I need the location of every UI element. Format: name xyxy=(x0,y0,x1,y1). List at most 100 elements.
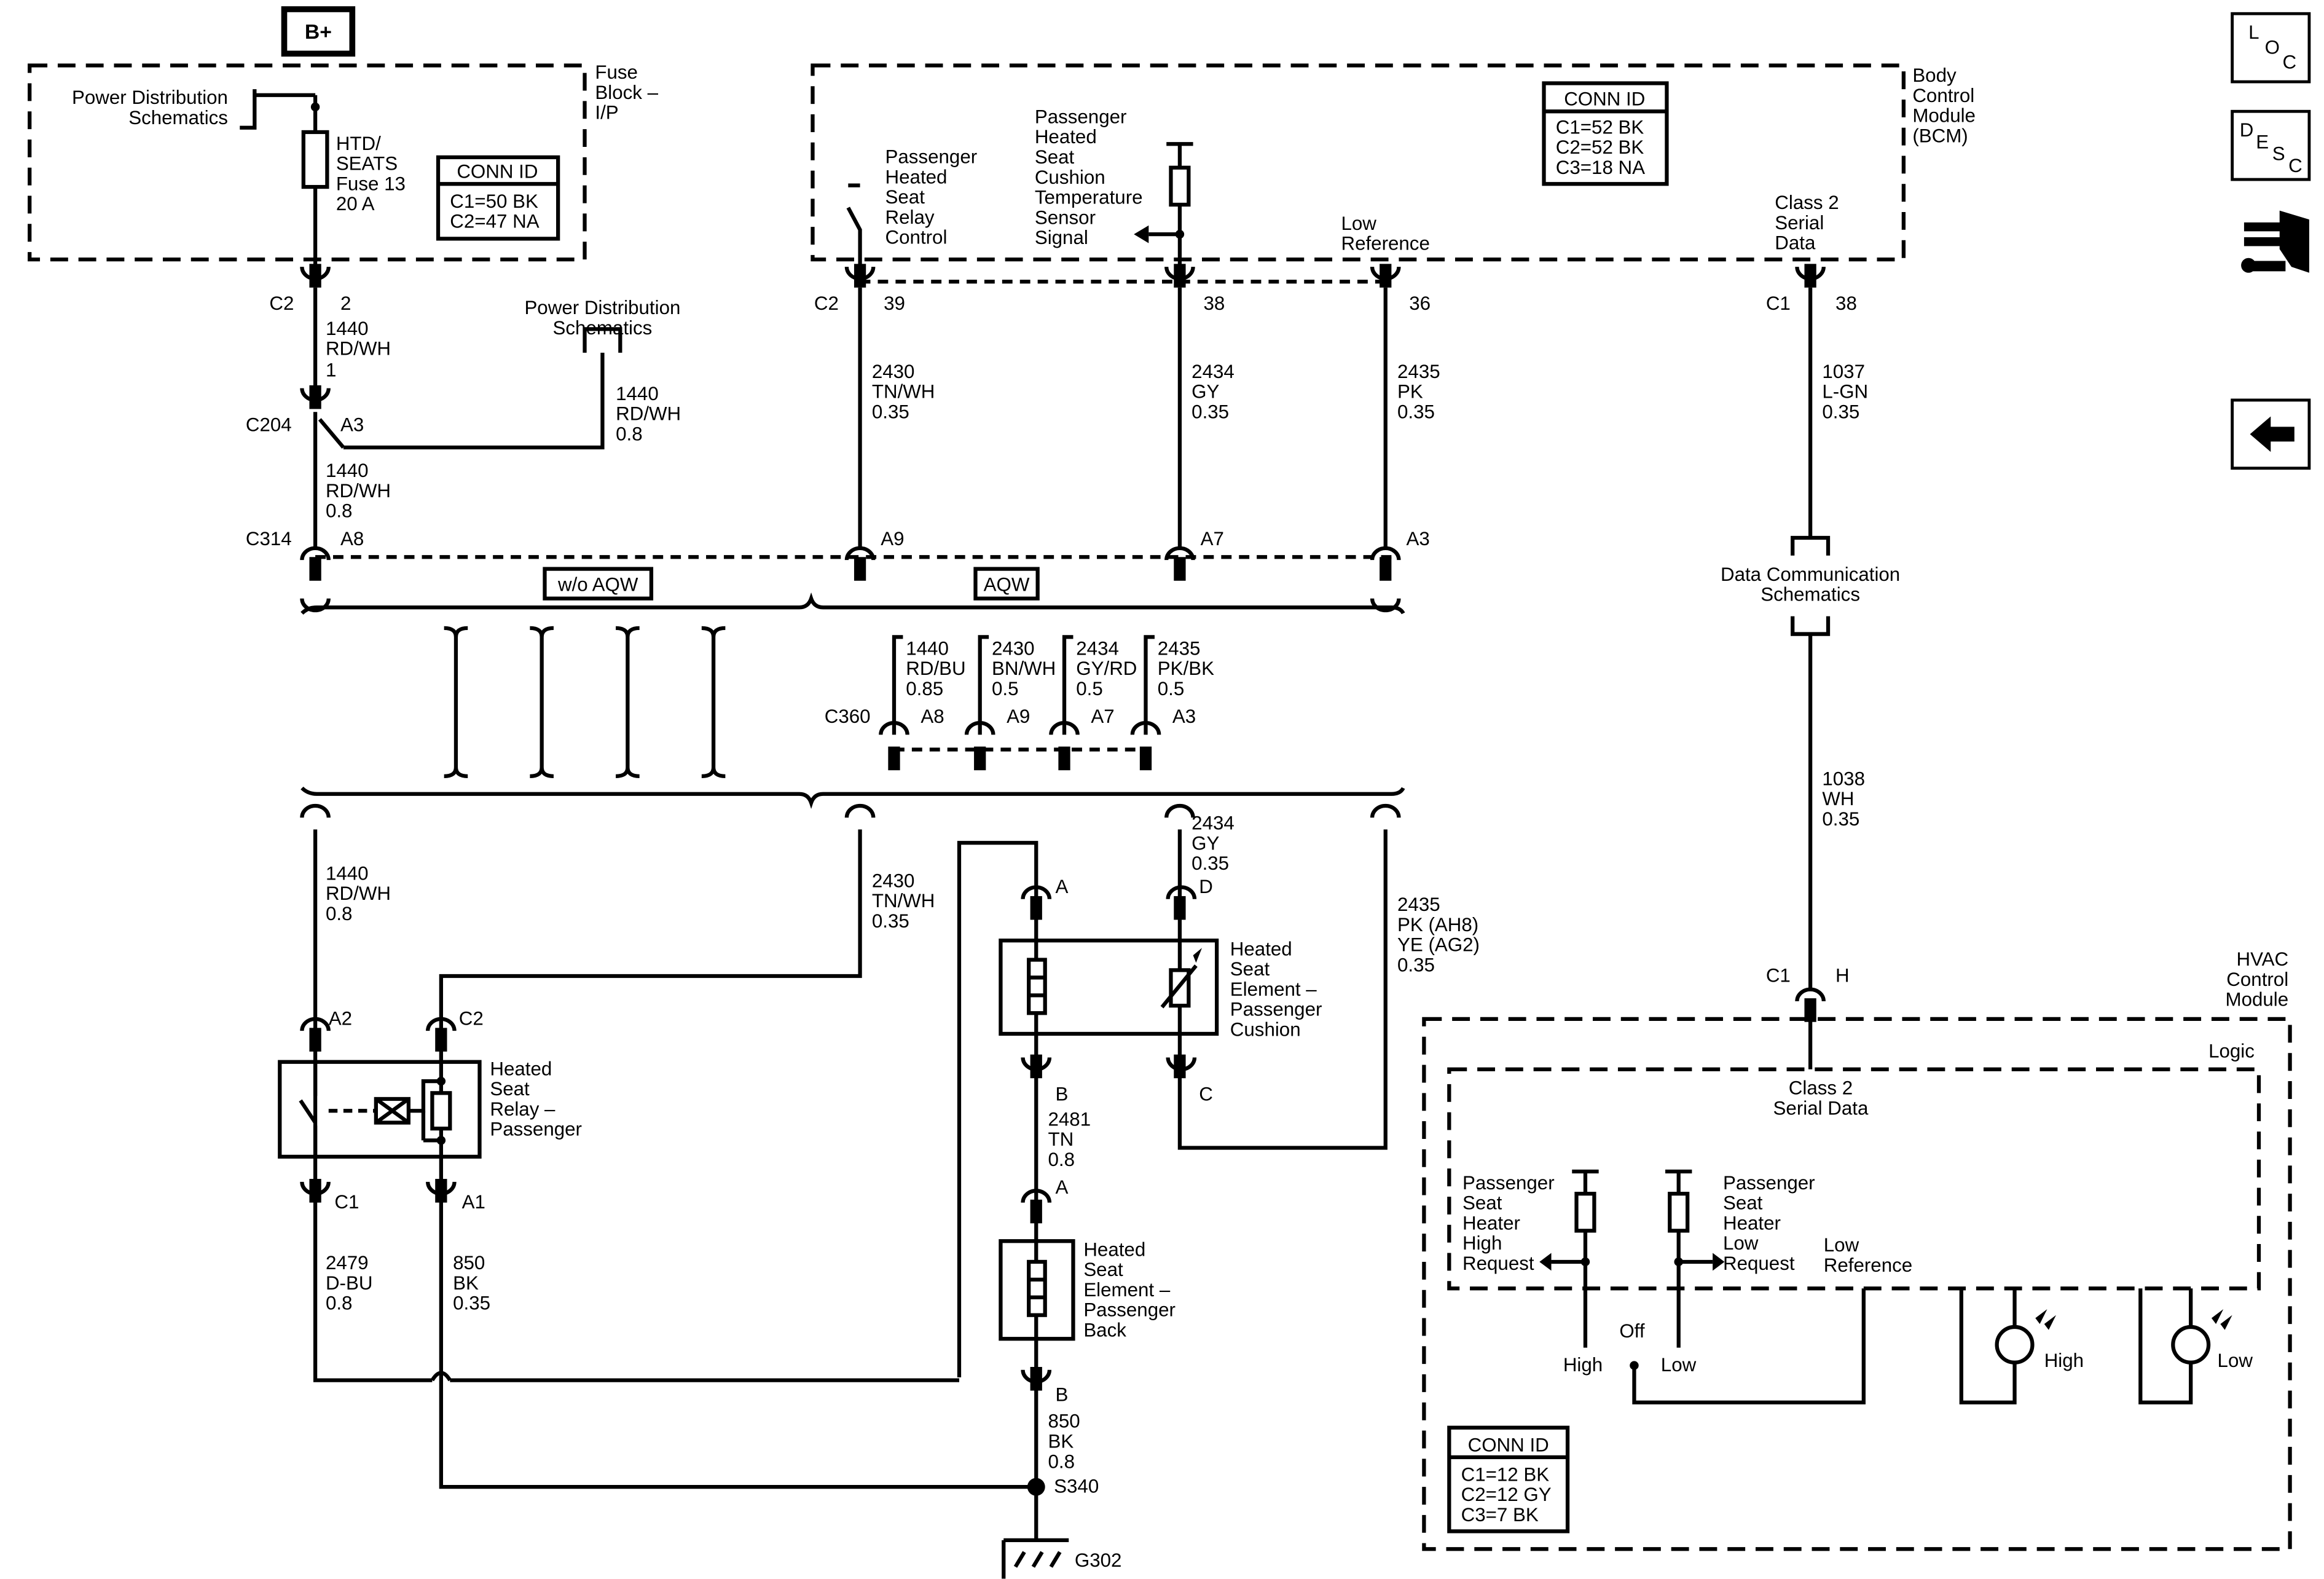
pd-schematics-mid-line: Schematics xyxy=(553,317,653,339)
aqw-wire-2430-line: 2430 xyxy=(992,637,1035,659)
pd-schematics-mid-line: Power Distribution xyxy=(524,297,680,318)
hvac-conn-id-box xyxy=(1447,1425,1570,1534)
temp-sensor-label-line: Temperature xyxy=(1035,187,1143,208)
c204-pin-1: 1 xyxy=(326,359,336,380)
temp-sensor-label-line: Sensor xyxy=(1035,207,1096,228)
low-request-label-line: Heater xyxy=(1723,1212,1781,1234)
cushion-pin-d: D xyxy=(1199,876,1213,897)
desc-e: E xyxy=(2256,131,2269,152)
wire-2434-low-line: 2434 xyxy=(1191,813,1235,834)
wire-2435-low-line: YE (AG2) xyxy=(1397,934,1480,956)
fuse-13-label-line: HTD/ xyxy=(336,133,381,154)
high-request-label-line: Heater xyxy=(1462,1212,1520,1234)
bcm-title-line: Control xyxy=(1912,85,1974,106)
cushion-label-line: Seat xyxy=(1230,958,1270,980)
desc-c: C xyxy=(2288,155,2302,176)
bcm-conn-id-rows-line: C2=52 BK xyxy=(1556,136,1644,158)
bcm-c2-connector: C2 xyxy=(814,293,839,314)
led-low-label: Low xyxy=(2218,1350,2253,1371)
fuse-block-title-line: Block – xyxy=(595,82,658,103)
bcm-box xyxy=(811,63,1906,262)
back-label-line: Back xyxy=(1083,1319,1126,1341)
aqw-wire-2434-line: GY/RD xyxy=(1076,658,1137,679)
wire-850-a-line: 850 xyxy=(453,1252,485,1274)
desc-button-box xyxy=(2231,109,2311,181)
relay-control-label-line: Relay xyxy=(885,207,935,228)
wo-aqw-label: w/o AQW xyxy=(557,574,638,596)
relay-label-line: Relay – xyxy=(490,1098,555,1120)
back-label-line: Element – xyxy=(1083,1279,1171,1301)
wire-2430-low-line: 0.35 xyxy=(872,910,909,932)
fuse-c2-pin: 2 xyxy=(340,293,351,314)
wire-1440-top-line: RD/WH xyxy=(326,338,391,360)
fuse-conn-id-box xyxy=(436,155,560,241)
wire-2434-low-line: 0.35 xyxy=(1191,853,1229,874)
switch-low-label: Low xyxy=(1661,1354,1697,1376)
c314-pin-a9: A9 xyxy=(881,528,904,549)
temp-sensor-label-line: Passenger xyxy=(1035,106,1127,127)
wire-2479-line: 2479 xyxy=(326,1252,369,1274)
relay-control-label-line: Passenger xyxy=(885,146,978,168)
bcm-conn-id-rows-line: C3=18 NA xyxy=(1556,157,1645,178)
bcm-title-line: (BCM) xyxy=(1912,125,1968,146)
hvac-serial-label-line: Class 2 xyxy=(1789,1077,1853,1099)
wire-2435-line: 2435 xyxy=(1397,361,1440,382)
wire-1440-pd-line: 1440 xyxy=(616,383,659,404)
temp-sensor-label-line: Heated xyxy=(1035,126,1097,148)
hvac-pin-h: H xyxy=(1835,965,1850,986)
wire-2435-low-line: PK (AH8) xyxy=(1397,914,1478,935)
desc-s: S xyxy=(2272,143,2285,165)
bcm-serial-label-line: Data xyxy=(1775,232,1816,254)
loc-button-box xyxy=(2231,12,2311,84)
bcm-c1-pin-38: 38 xyxy=(1835,293,1857,314)
hvac-conn-id-rows-line: C1=12 BK xyxy=(1461,1463,1550,1485)
fuse-13-label-line: SEATS xyxy=(336,153,398,175)
b-plus-label: B+ xyxy=(305,20,332,44)
relay-label-line: Heated xyxy=(490,1058,552,1079)
switch-off-label: Off xyxy=(1619,1320,1644,1342)
bcm-c1-connector: C1 xyxy=(1766,293,1791,314)
loc-c: C xyxy=(2283,51,2297,73)
aqw-wire-2435-line: 2435 xyxy=(1158,637,1201,659)
bcm-pin-38: 38 xyxy=(1203,293,1225,314)
wire-1440-pd-line: RD/WH xyxy=(616,403,681,425)
aqw-wire-2430-line: 0.5 xyxy=(992,678,1019,699)
wire-2430-low-line: 2430 xyxy=(872,870,915,891)
bcm-title-line: Module xyxy=(1912,105,1976,127)
wire-850-b-line: 850 xyxy=(1048,1411,1080,1432)
aqw-box xyxy=(973,567,1040,600)
wire-2479-line: 0.8 xyxy=(326,1293,353,1314)
bcm-low-ref-label-line: Low xyxy=(1341,213,1376,234)
hvac-conn-id-rows-line: C2=12 GY xyxy=(1461,1484,1552,1505)
hvac-c1-connector: C1 xyxy=(1766,965,1791,986)
hvac-title-line: Module xyxy=(2226,989,2289,1010)
cushion-label-line: Passenger xyxy=(1230,999,1322,1020)
relay-label-line: Passenger xyxy=(490,1119,582,1140)
aqw-wire-1440-line: RD/BU xyxy=(906,658,965,679)
fuse-conn-id-rows-line: C1=50 BK xyxy=(450,191,538,212)
fuse-block-box xyxy=(28,63,587,262)
wire-1038-line: 1038 xyxy=(1822,768,1865,789)
c314-pin-a8: A8 xyxy=(340,528,364,549)
loc-o: O xyxy=(2265,36,2280,58)
fuse-13-label-line: 20 A xyxy=(336,193,375,215)
wire-850-a-line: BK xyxy=(453,1272,479,1294)
wire-2481-line: 0.8 xyxy=(1048,1149,1075,1170)
data-comm-label-line: Schematics xyxy=(1761,584,1860,605)
